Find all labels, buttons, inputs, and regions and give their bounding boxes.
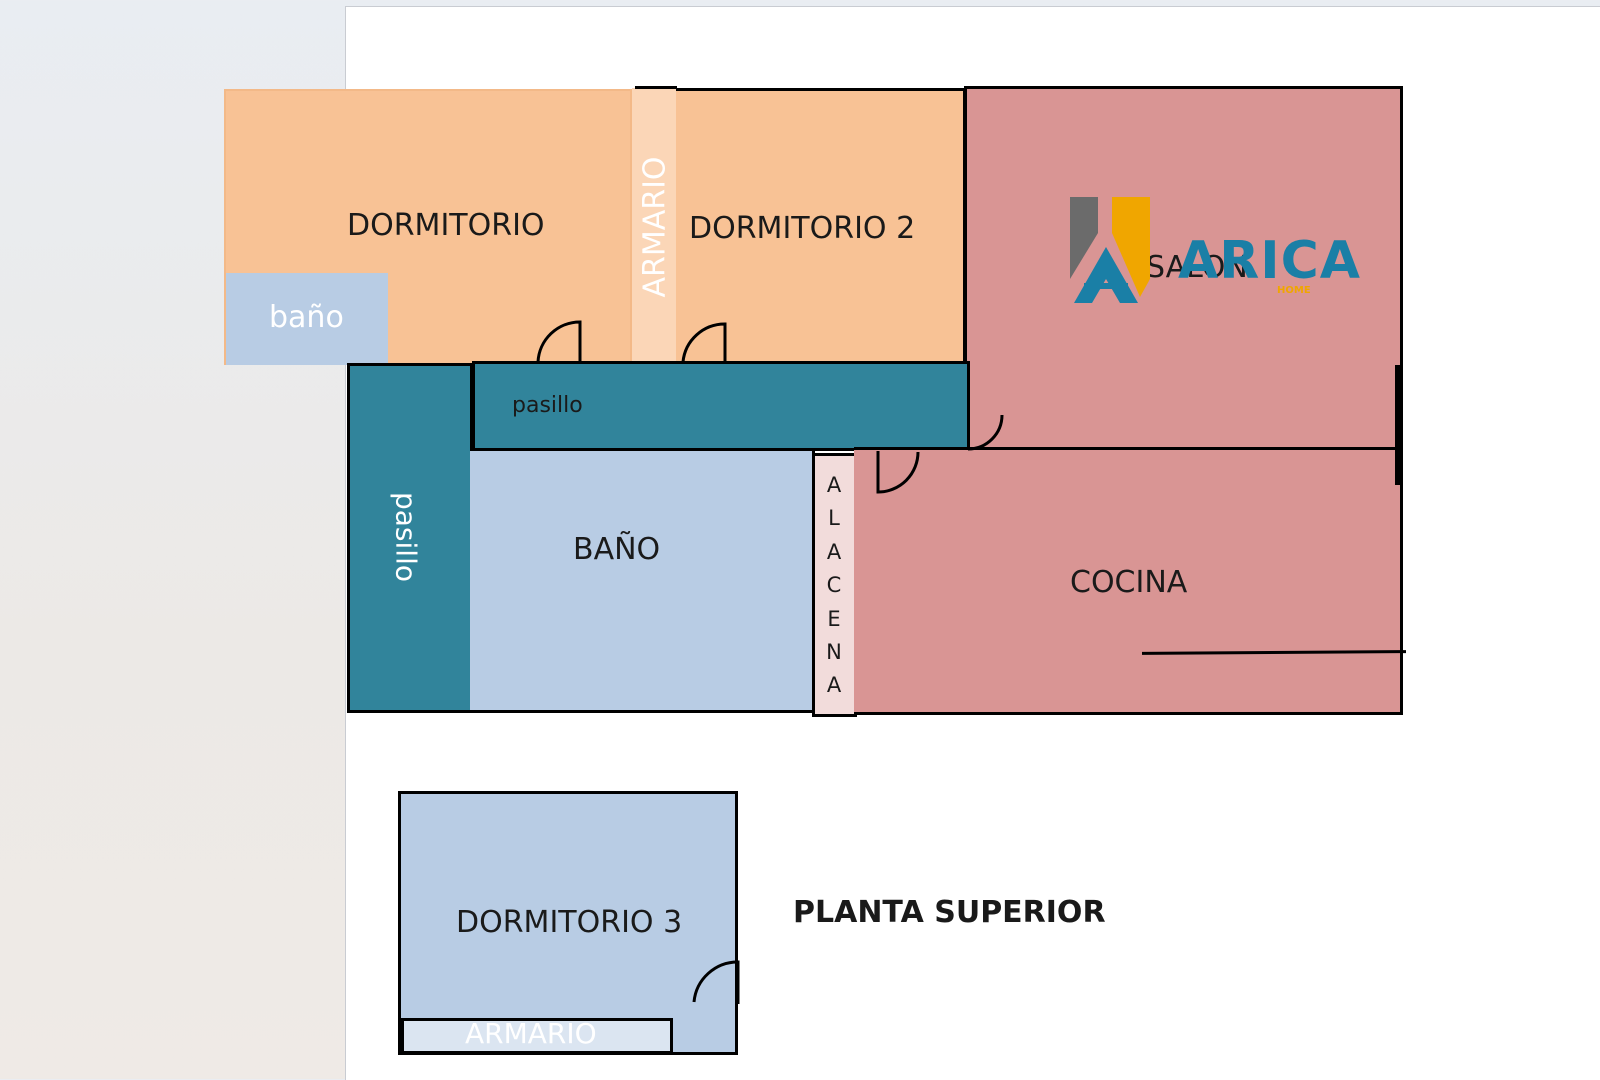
room-bano-small xyxy=(226,273,388,365)
label-pasillo-vertical: pasillo xyxy=(389,492,423,582)
wall-top-armario xyxy=(635,86,677,89)
room-armario-top xyxy=(632,88,676,366)
door-dormitorio-2 xyxy=(681,322,727,363)
arica-home-logo: ARICA HOME xyxy=(1070,197,1360,307)
room-alacena xyxy=(812,453,857,717)
label-cocina: COCINA xyxy=(1070,565,1188,600)
room-armario-bottom xyxy=(401,1018,673,1054)
logo-subtext: HOME xyxy=(1277,285,1311,296)
label-alacena: A L A C E N A xyxy=(826,473,842,698)
label-armario-top: ARMARIO xyxy=(637,156,673,298)
door-dormitorio-3 xyxy=(692,960,740,1004)
room-cocina xyxy=(854,447,1403,715)
label-armario-bottom: ARMARIO xyxy=(465,1017,597,1050)
label-dormitorio-3: DORMITORIO 3 xyxy=(456,905,683,940)
label-bano-small: baño xyxy=(269,300,344,335)
label-bano: BAÑO xyxy=(573,532,661,567)
label-salon: SALON xyxy=(1146,250,1248,285)
door-cocina xyxy=(876,451,920,494)
room-bano xyxy=(470,448,815,713)
door-dormitorio xyxy=(536,320,582,363)
label-planta-superior: PLANTA SUPERIOR xyxy=(793,895,1106,930)
room-dormitorio-3 xyxy=(398,791,738,1055)
label-dormitorio-2: DORMITORIO 2 xyxy=(689,211,916,246)
salon-window-segment xyxy=(1395,365,1400,485)
label-dormitorio: DORMITORIO xyxy=(347,208,545,243)
logo-mark-icon xyxy=(1070,197,1150,303)
door-salon xyxy=(967,414,1004,451)
label-pasillo-horizontal: pasillo xyxy=(512,393,583,418)
logo-text: ARICA xyxy=(1178,231,1362,291)
